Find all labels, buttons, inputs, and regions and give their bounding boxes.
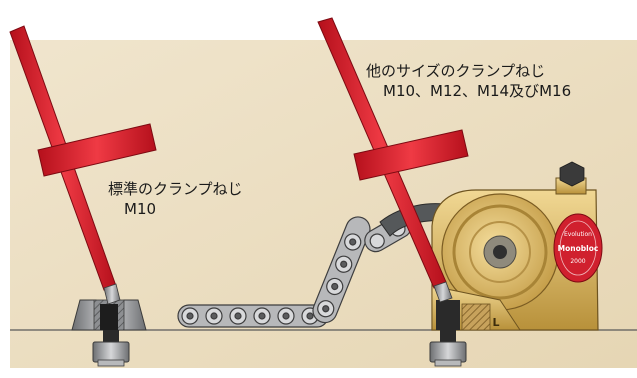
standard-screw-title: 標準のクランプねじ xyxy=(108,180,243,198)
standard-screw-size: M10 xyxy=(124,200,157,218)
right-t-nut xyxy=(429,330,467,367)
left-t-handle-wrench xyxy=(9,25,157,305)
left-clamp-block xyxy=(71,299,147,367)
badge-line3: 2000 xyxy=(570,258,585,265)
vise-badge xyxy=(553,213,603,283)
corner-mark: L xyxy=(492,316,499,329)
other-screw-title: 他のサイズのクランプねじ xyxy=(366,62,546,80)
machine-vise xyxy=(431,161,599,331)
right-t-handle-wrench xyxy=(317,17,469,303)
badge-line2: Monobloc xyxy=(558,244,599,253)
badge-line1: Evolution xyxy=(564,231,592,238)
other-screw-sizes: M10、M12、M14及びM16 xyxy=(383,82,572,100)
roller-chain xyxy=(177,215,412,328)
